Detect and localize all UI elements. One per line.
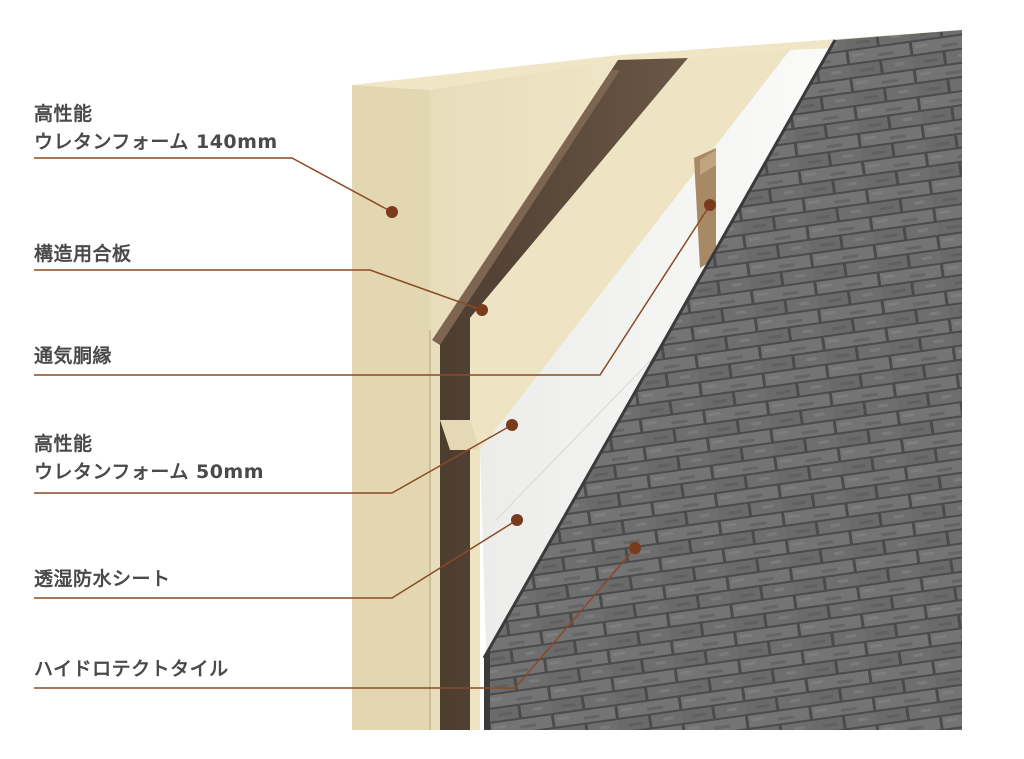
label-urethane-140-line1: 高性能: [34, 103, 93, 125]
leader-line-urethane-140: [34, 157, 393, 213]
label-hydrotect-tile-line1: ハイドロテクトタイル: [34, 658, 229, 680]
label-moisture-permeable-sheet-line1: 透湿防水シート: [34, 568, 171, 590]
label-ventilation-furring-line1: 通気胴縁: [34, 345, 113, 367]
marker-dot-hydrotect-tile: [629, 542, 641, 554]
label-moisture-permeable-sheet: 透湿防水シート: [34, 565, 171, 593]
label-ventilation-furring: 通気胴縁: [34, 342, 112, 370]
leader-line-moisture-sheet: [34, 519, 518, 599]
marker-dot-structural-plywood: [476, 304, 488, 316]
label-urethane-140: 高性能 ウレタンフォーム 140mm: [34, 100, 278, 156]
label-urethane-140-line2: ウレタンフォーム 140mm: [34, 131, 278, 153]
tile-wall-edge: [482, 39, 837, 659]
furring-strip-face: [700, 150, 716, 175]
sheet-fold-line: [495, 329, 681, 521]
foam-side-face: [352, 85, 430, 730]
foam-140-body: [430, 58, 680, 730]
leader-line-structural-plywood: [34, 269, 483, 311]
foam-50-edge: [440, 420, 480, 450]
marker-dot-urethane-50: [506, 419, 518, 431]
foam-50-body: [470, 50, 790, 730]
label-urethane-50-line1: 高性能: [34, 433, 93, 455]
tile-side-shadow: [484, 650, 490, 730]
label-urethane-50: 高性能 ウレタンフォーム 50mm: [34, 430, 264, 486]
marker-dot-ventilation-furring: [704, 199, 716, 211]
marker-dot-urethane-140: [386, 206, 398, 218]
label-urethane-50-line2: ウレタンフォーム 50mm: [34, 461, 265, 483]
marker-dot-moisture-sheet: [511, 514, 523, 526]
tile-wall: [484, 30, 962, 730]
plywood-layer: [440, 58, 688, 730]
leader-lines: [34, 157, 711, 689]
leader-line-urethane-50: [34, 424, 513, 494]
label-structural-plywood-line1: 構造用合板: [34, 243, 132, 265]
leader-line-hydrotect-tile: [34, 547, 636, 689]
label-structural-plywood: 構造用合板: [34, 240, 132, 268]
leader-line-ventilation-furring: [34, 204, 711, 376]
label-hydrotect-tile: ハイドロテクトタイル: [34, 655, 229, 683]
plywood-edge: [432, 70, 620, 345]
marker-dots: [386, 199, 716, 554]
